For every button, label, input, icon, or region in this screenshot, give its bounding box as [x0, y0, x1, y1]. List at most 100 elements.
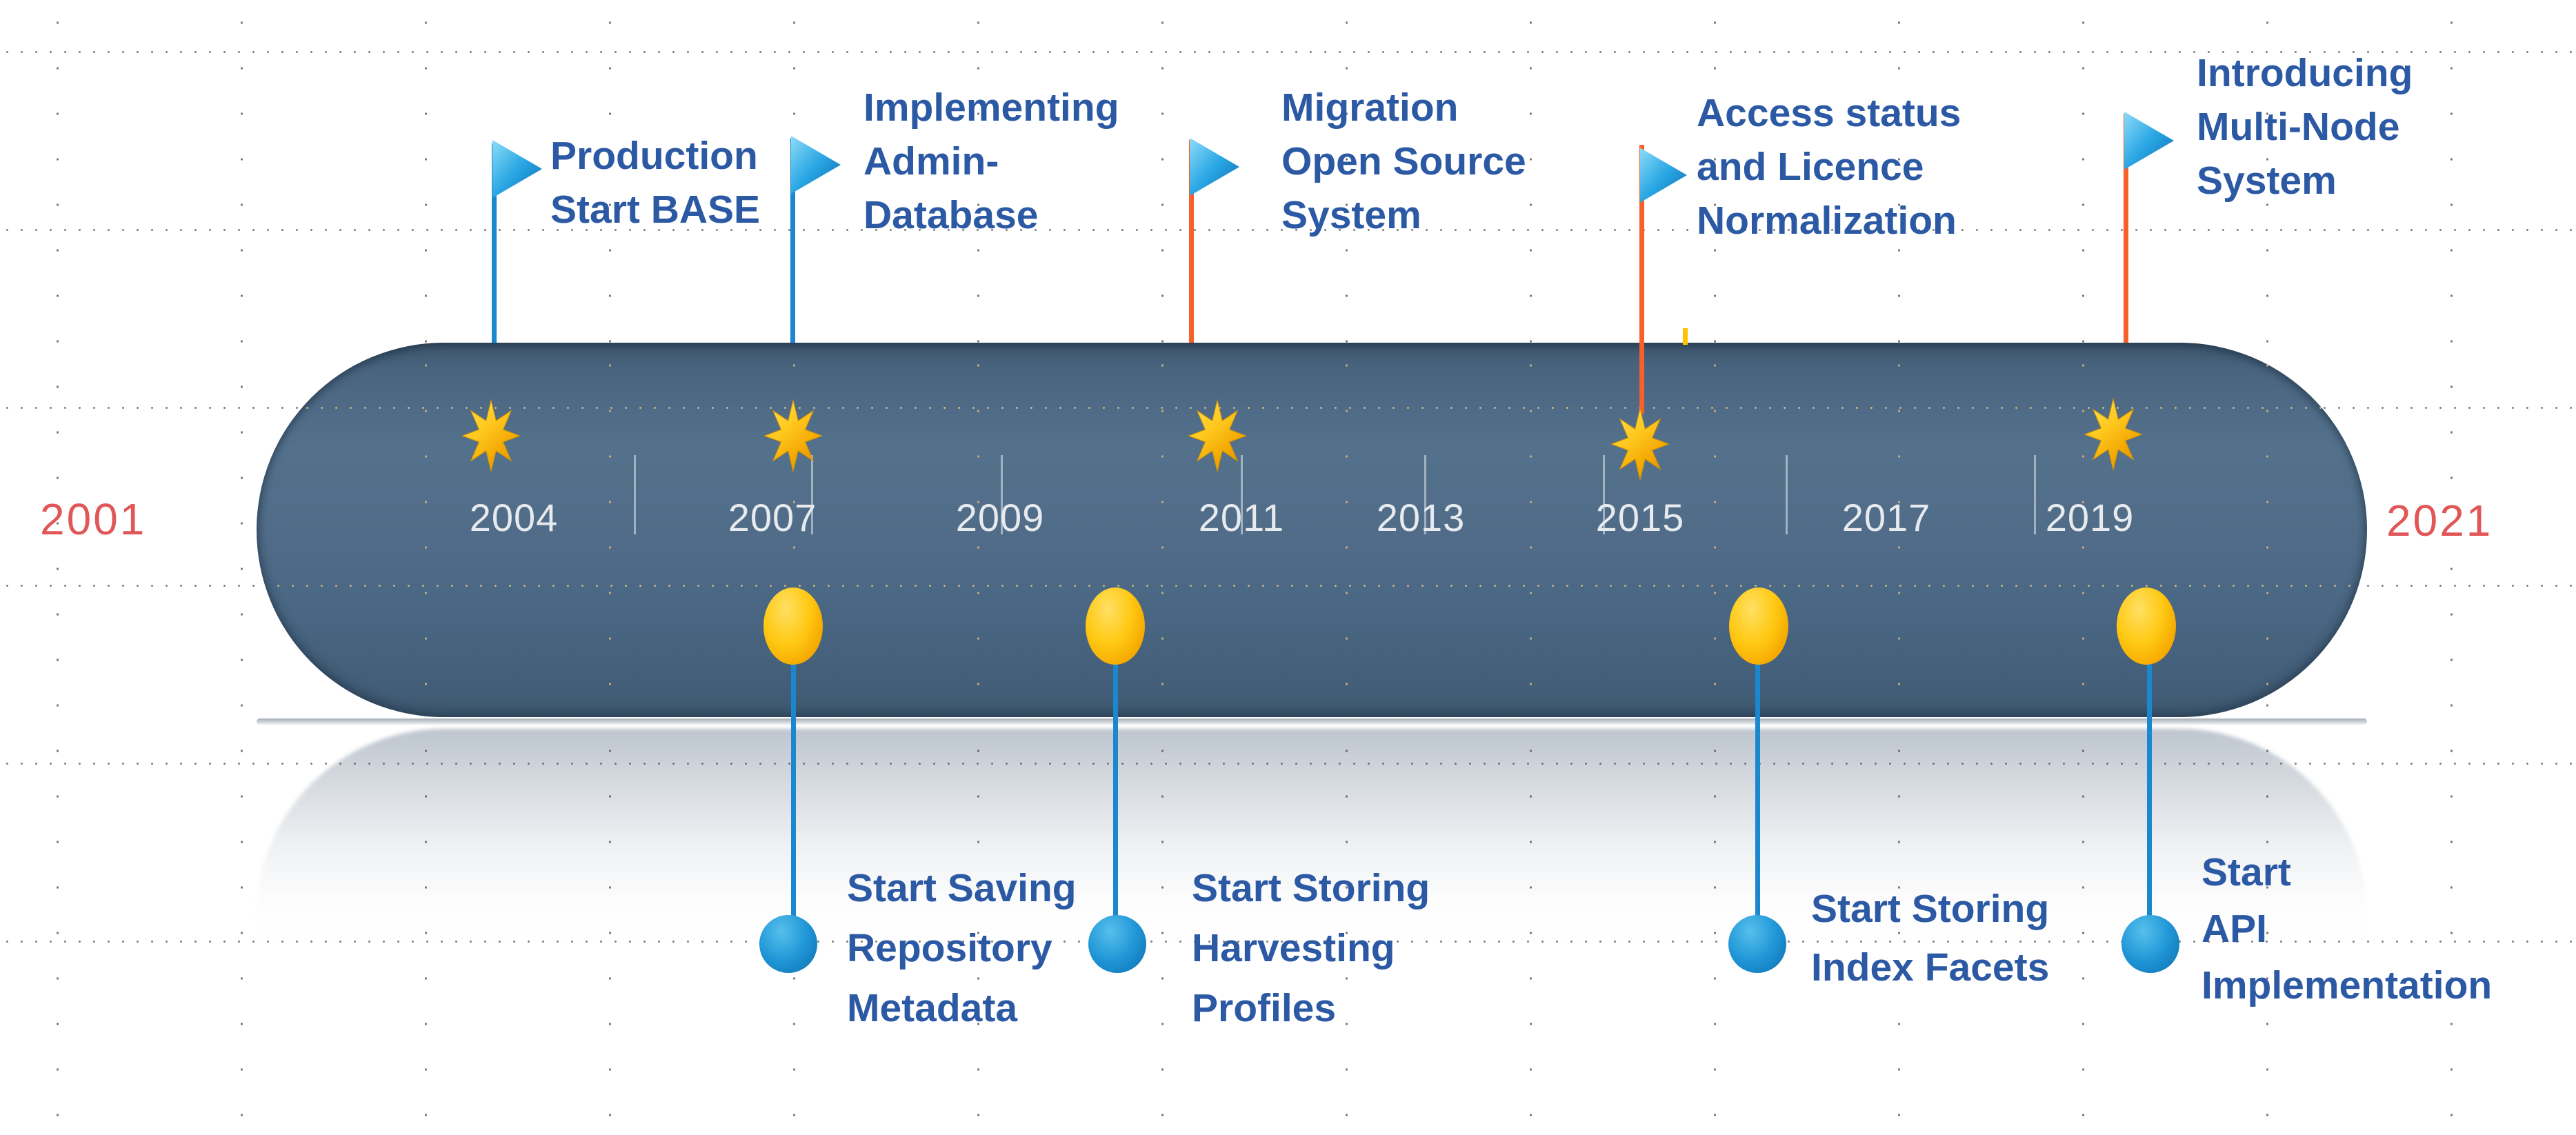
bar-tick: [1603, 455, 1605, 534]
bar-tick: [1424, 455, 1426, 534]
bar-tick: [2034, 455, 2036, 534]
bar-tick: [1001, 455, 1003, 534]
event-label-line: Implementation: [2201, 963, 2493, 1007]
flag-label-line: Implementing: [863, 86, 1119, 130]
milestone-dot-icon: [2117, 587, 2176, 665]
start-year-label: 2001: [40, 494, 147, 544]
flag-pole: [1639, 145, 1644, 414]
pennant-flag-icon: [492, 140, 542, 198]
year-label: 2017: [1841, 496, 1931, 539]
grid-column: [57, 0, 59, 1135]
flag-pole: [492, 143, 497, 343]
flag-label-line: Migration: [1281, 86, 1459, 130]
grid-row: [257, 585, 2367, 587]
flag-label-line: Access status: [1697, 91, 1961, 135]
bar-tick: [1241, 455, 1243, 534]
year-label: 2019: [2045, 496, 2135, 539]
milestone-dot-icon: [1086, 587, 1145, 665]
grid-row: [0, 941, 2576, 943]
circle-dot-icon: [1088, 915, 1146, 973]
milestone-dot-icon: [763, 587, 823, 665]
flag-label-line: Admin-: [863, 139, 999, 183]
flag-pole: [1189, 140, 1194, 343]
grid-column: [2082, 343, 2084, 717]
flag-label: Access status and Licence Normalization: [1697, 86, 1961, 248]
year-label: 2013: [1376, 496, 1466, 539]
circle-dot-icon: [1728, 915, 1786, 973]
event-label-line: Harvesting: [1192, 926, 1395, 970]
milestone-dot-icon: [1729, 587, 1788, 665]
circle-dot-icon: [2121, 915, 2179, 973]
grid-column: [1161, 343, 1164, 717]
flag-label: Introducing Multi-Node System: [2197, 46, 2413, 208]
circle-dot-icon: [759, 915, 817, 973]
grid-column: [1530, 343, 1532, 717]
event-stem: [791, 659, 796, 917]
flag-label-line: Introducing: [2197, 51, 2413, 95]
grid-column: [2450, 0, 2453, 1135]
grid-row: [0, 51, 2576, 53]
event-label-line: API: [2201, 907, 2268, 951]
year-label: 2004: [469, 496, 559, 539]
timeline-bar: [257, 343, 2367, 717]
event-label-line: Index Facets: [1811, 945, 2050, 990]
event-label-line: Metadata: [847, 986, 1018, 1030]
flag-label-line: Multi-Node: [2197, 105, 2400, 149]
star-burst-icon: [1188, 399, 1247, 473]
grid-column: [1714, 343, 1716, 717]
star-burst-icon: [2084, 397, 2143, 472]
event-label-line: Start: [2201, 850, 2291, 894]
year-label: 2015: [1595, 496, 1685, 539]
flag-label-line: Production: [550, 134, 758, 178]
bar-tick: [634, 455, 636, 534]
event-label: Start Storing Harvesting Profiles: [1192, 858, 1430, 1038]
event-label-line: Start Saving: [847, 866, 1077, 910]
year-label: 2007: [728, 496, 817, 539]
grid-column: [977, 343, 979, 717]
flag-label-line: Database: [863, 193, 1039, 237]
flag-label-line: and Licence: [1697, 145, 1924, 189]
event-label-line: Start Storing: [1192, 866, 1430, 910]
bar-tick: [811, 455, 813, 534]
year-label: 2011: [1198, 496, 1285, 539]
star-burst-icon: [1610, 407, 1670, 481]
bar-bottom-shadow: [257, 719, 2367, 725]
yellow-tick-artifact: [1683, 328, 1688, 345]
bar-reflection: [257, 729, 2367, 1103]
grid-column: [2266, 343, 2268, 717]
flag-label-line: Open Source: [1281, 139, 1526, 183]
flag-label-line: System: [2197, 159, 2337, 203]
grid-column: [1346, 343, 1348, 717]
grid-column: [609, 343, 611, 717]
flag-label: Production Start BASE: [550, 129, 760, 237]
bar-tick: [1786, 455, 1788, 534]
flag-label: Migration Open Source System: [1281, 81, 1526, 242]
pennant-flag-icon: [1640, 148, 1687, 203]
flag-label: Implementing Admin- Database: [863, 81, 1119, 242]
end-year-label: 2021: [2386, 496, 2493, 545]
grid-column: [793, 343, 795, 717]
grid-column: [1898, 343, 1900, 717]
grid-row: [257, 407, 2367, 409]
event-label: Start API Implementation: [2201, 844, 2492, 1014]
event-label: Start Storing Index Facets: [1811, 880, 2049, 997]
flag-pole: [790, 138, 795, 343]
flag-label-line: Start BASE: [550, 188, 761, 232]
flag-label-line: Normalization: [1697, 199, 1957, 243]
flag-pole: [2124, 114, 2128, 343]
grid-column: [425, 343, 427, 717]
event-label-line: Profiles: [1192, 986, 1337, 1030]
grid-row: [0, 763, 2576, 765]
event-stem: [2147, 659, 2152, 917]
star-burst-icon: [461, 399, 521, 473]
grid-row: [0, 229, 2576, 231]
flag-label-line: System: [1281, 193, 1421, 237]
pennant-flag-icon: [2124, 112, 2174, 170]
grid-column: [241, 0, 243, 1135]
pennant-flag-icon: [791, 136, 841, 194]
star-burst-icon: [763, 399, 823, 473]
event-label-line: Repository: [847, 926, 1052, 970]
event-label: Start Saving Repository Metadata: [847, 858, 1077, 1038]
bar-grid-dots: [257, 343, 2367, 717]
